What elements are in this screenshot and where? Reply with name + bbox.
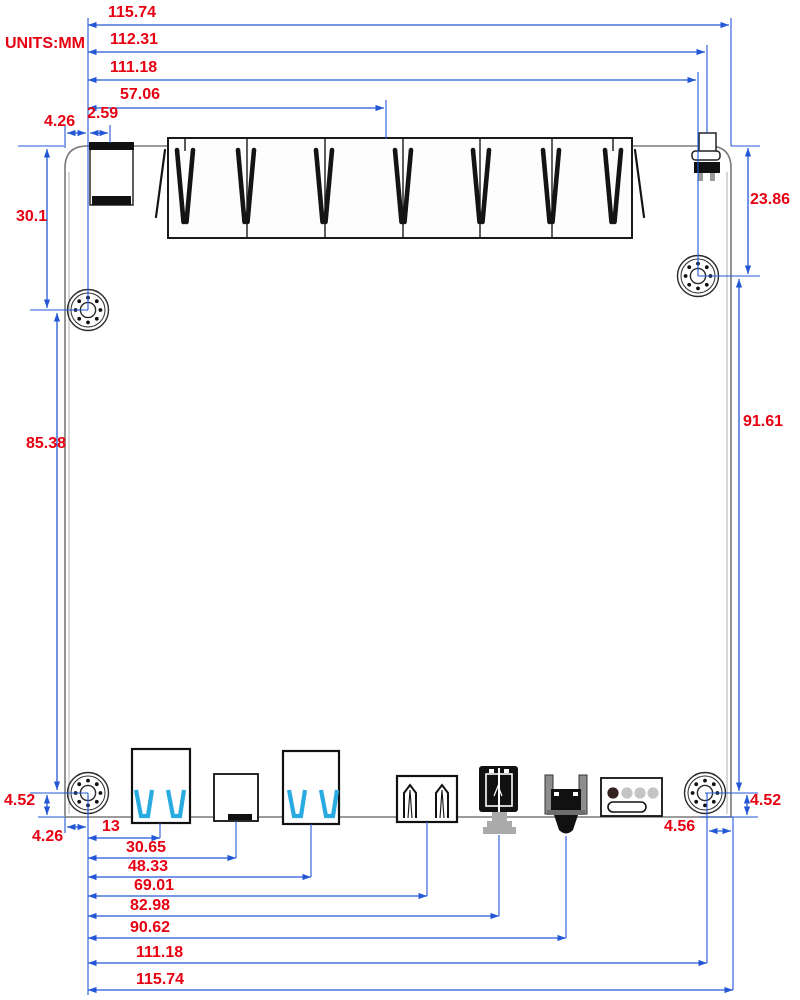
dim-label-left-4-52: 4.52 — [4, 792, 36, 809]
dim-label-right-4-56: 4.56 — [664, 818, 696, 835]
six-port-rj45-lan-block — [154, 137, 646, 239]
dim-label-right-4-52: 4.52 — [750, 792, 782, 809]
dim-label-top-115-74: 115.74 — [108, 4, 157, 21]
rj45-single-port — [213, 773, 259, 822]
dim-label-bottom-111-18: 111.18 — [136, 944, 184, 961]
dim-label-bottom-90-62: 90.62 — [130, 919, 171, 936]
dim-label-bottom-115-74: 115.74 — [136, 971, 185, 988]
dc-barrel-jack — [544, 774, 588, 834]
dim-label-left-30-1: 30.1 — [16, 208, 48, 225]
rj45-side-wing — [154, 148, 646, 219]
dim-label-left-4-26: 4.26 — [32, 828, 64, 845]
led-indicator-block — [600, 777, 663, 817]
usb2-dual-port — [395, 774, 459, 824]
power-header — [479, 766, 518, 834]
dim-label-bottom-69-01: 69.01 — [134, 877, 175, 894]
dim-label-top-4-26: 4.26 — [44, 113, 76, 130]
dim-label-bottom-82-98: 82.98 — [130, 897, 171, 914]
usb3-tongue-icon — [286, 789, 340, 819]
power-header-foot — [483, 812, 516, 834]
dim-label-top-111-18: 111.18 — [110, 59, 158, 76]
push-button-top-right — [691, 132, 721, 181]
board-outline — [64, 145, 732, 818]
dc-power-connector-top — [89, 142, 134, 206]
dim-label-left-85-38: 85.38 — [26, 435, 67, 452]
usb3-dual-port-2 — [281, 749, 341, 826]
dim-label-top-112-31: 112.31 — [110, 31, 159, 48]
dim-label-right-23-86: 23.86 — [750, 191, 791, 208]
usb3-dual-port-1 — [130, 747, 192, 825]
usb3-tongue-icon — [133, 789, 187, 819]
dimension-lines — [18, 18, 760, 995]
units-label: UNITS:MM — [5, 35, 85, 52]
rj45-latch-icon — [174, 147, 624, 225]
dim-label-bottom-13: 13 — [102, 818, 120, 835]
dim-label-right-91-61: 91.61 — [743, 413, 784, 430]
usb2-tongue-icon — [403, 783, 449, 819]
dim-label-top-2-59: 2.59 — [87, 105, 119, 122]
dim-label-top-57-06: 57.06 — [120, 86, 161, 103]
dim-label-bottom-30-65: 30.65 — [126, 839, 167, 856]
dim-label-bottom-48-33: 48.33 — [128, 858, 169, 875]
